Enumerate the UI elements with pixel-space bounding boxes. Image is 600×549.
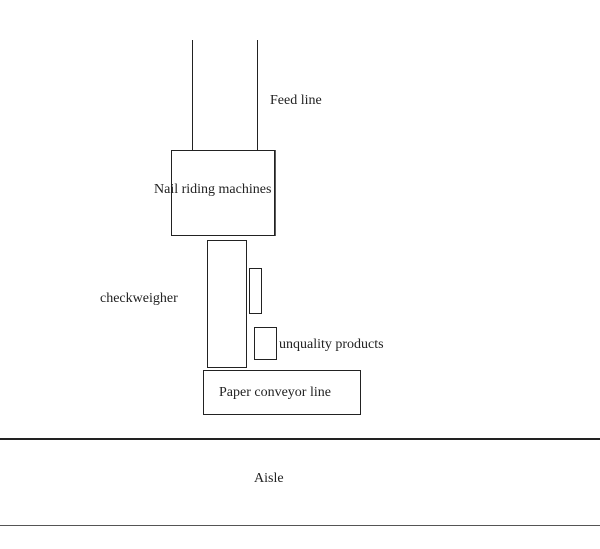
nail-riding-machines-label: Nail riding machines [154, 182, 271, 197]
checkweigher-label: checkweigher [100, 291, 178, 306]
reject-chute-box [249, 268, 262, 314]
aisle-label: Aisle [254, 471, 284, 486]
checkweigher-box [207, 240, 247, 368]
paper-conveyor-line-label: Paper conveyor line [219, 385, 331, 400]
unquality-products-label: unquality products [279, 337, 384, 352]
feed-line-label: Feed line [270, 93, 322, 108]
unquality-products-box [254, 327, 277, 360]
paper-conveyor-line-box [203, 370, 361, 415]
